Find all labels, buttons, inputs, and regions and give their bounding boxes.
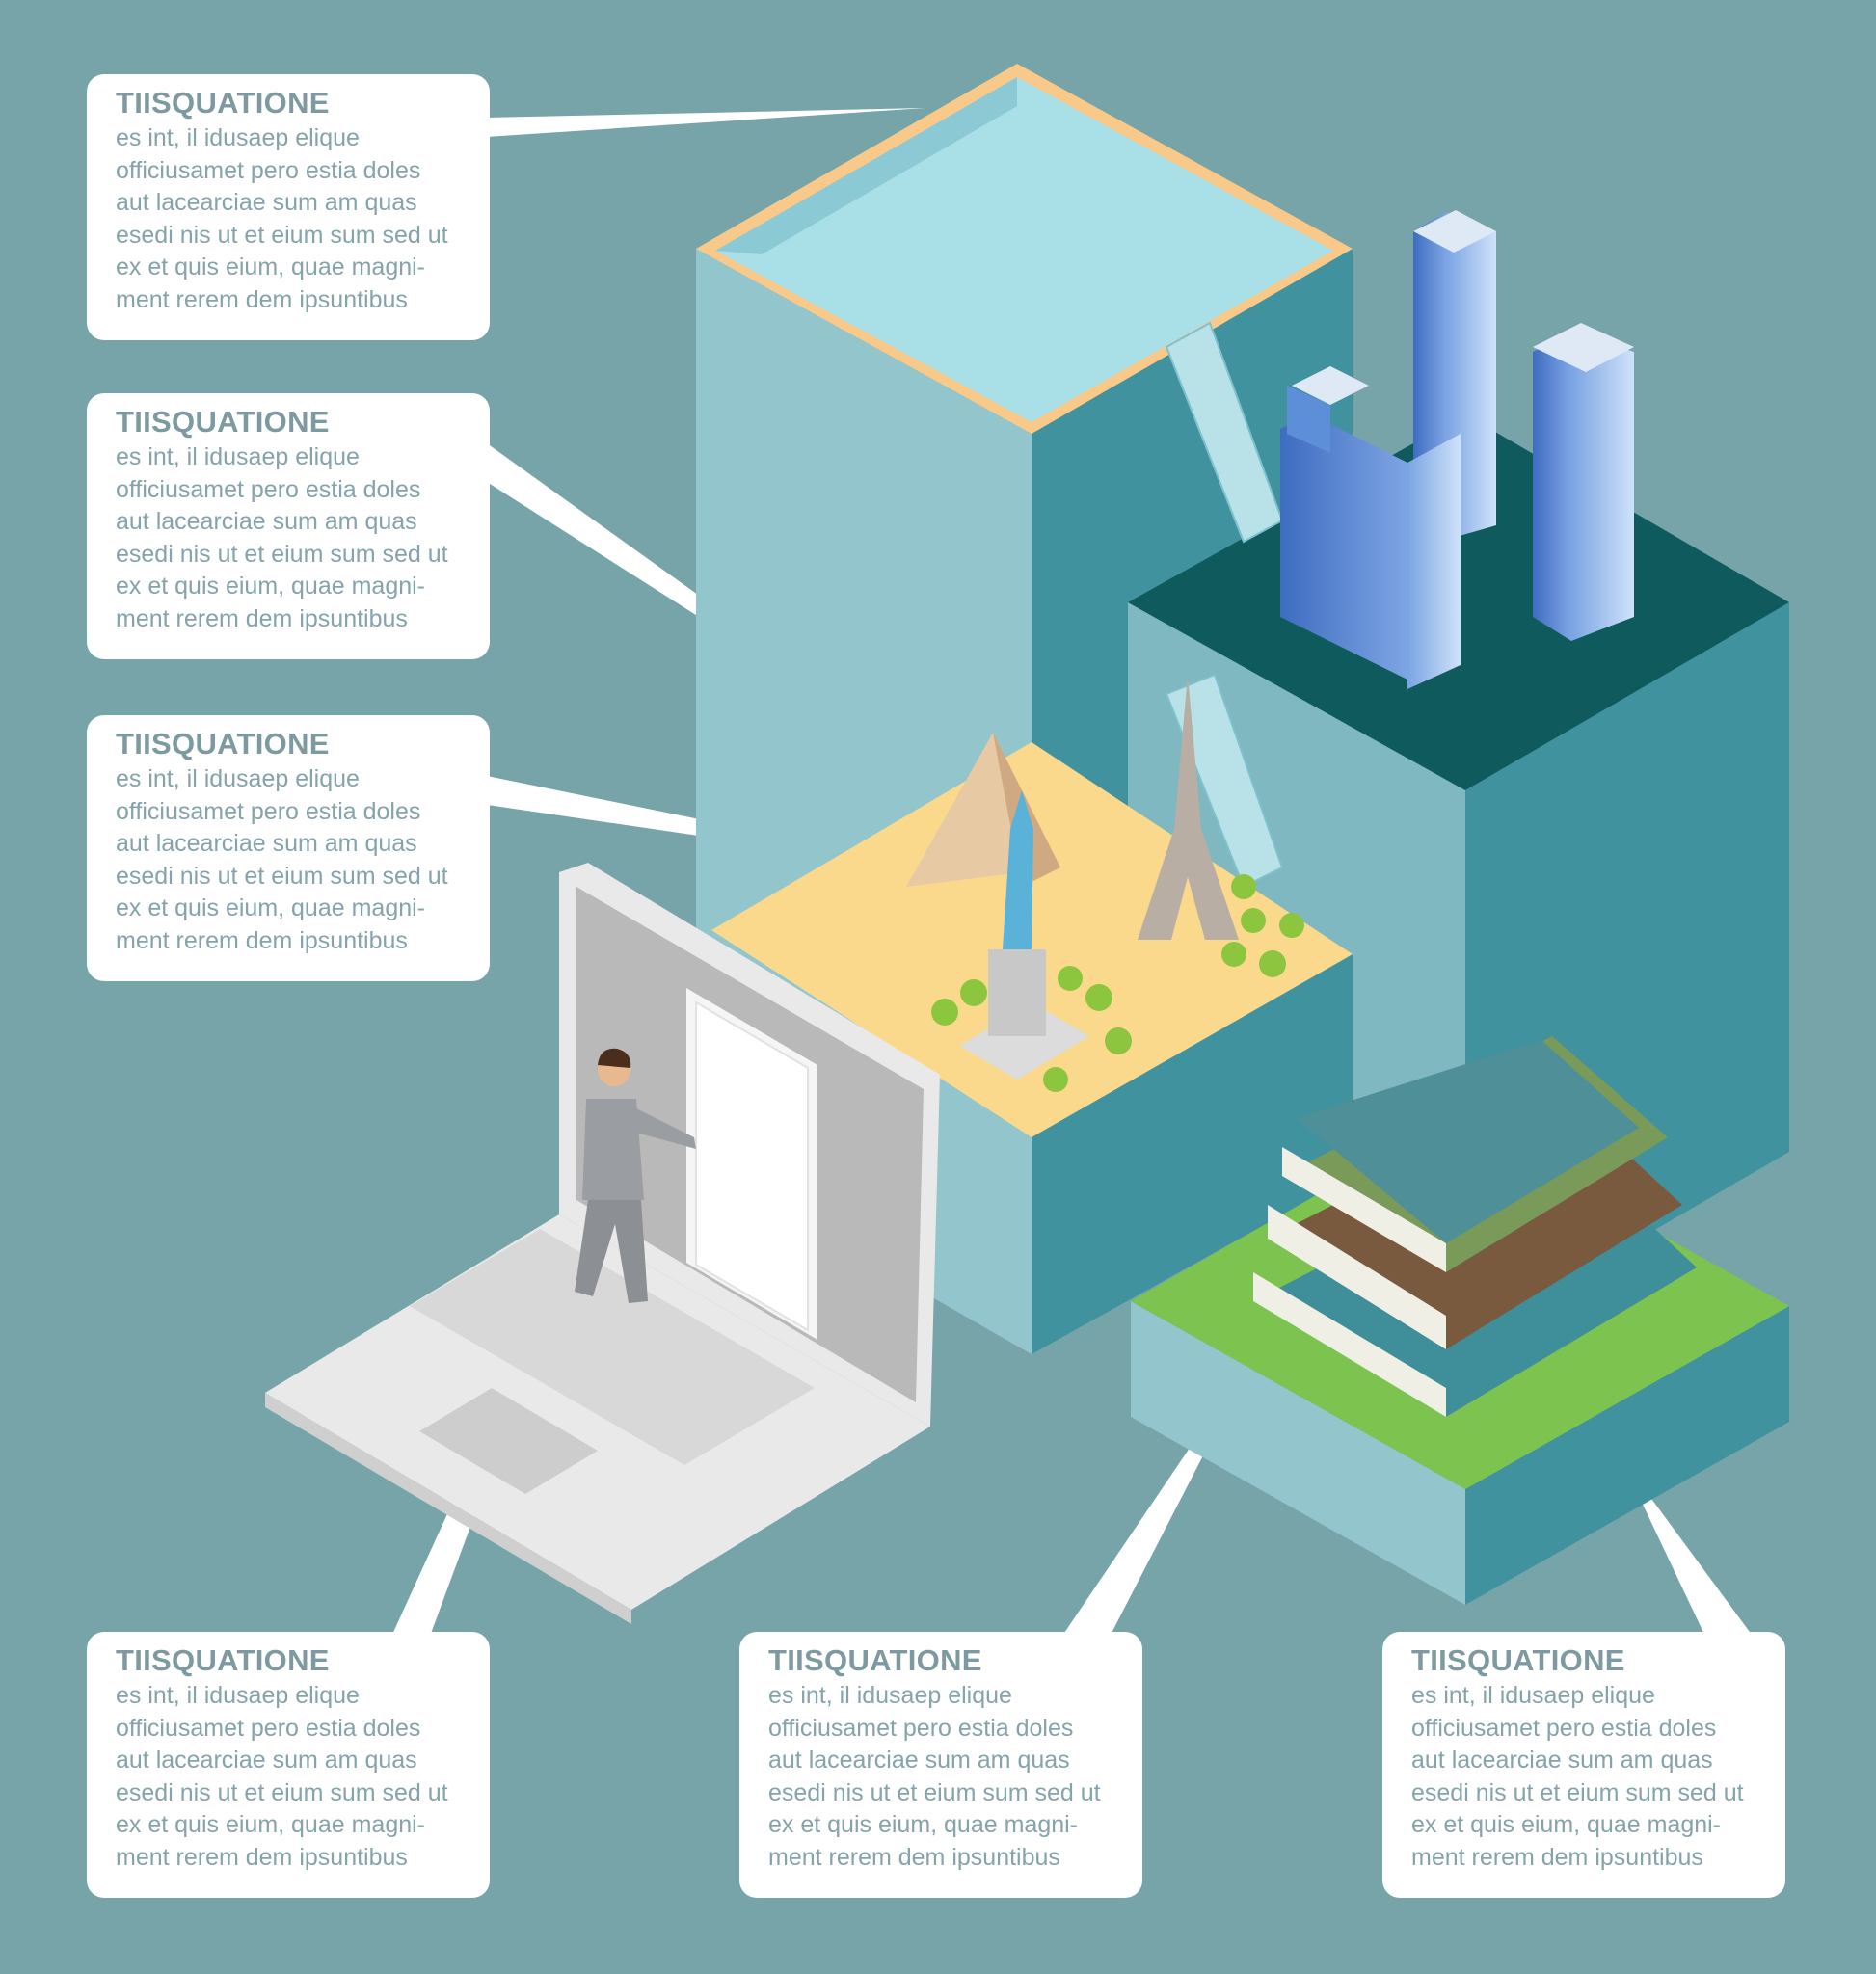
books-block-right: [1465, 1306, 1789, 1605]
man-arm: [636, 1108, 696, 1149]
tower-right-roof: [1533, 323, 1634, 372]
laptop-keyboard: [410, 1229, 815, 1465]
callout-laptop: TIISQUATIONE es int, il idusaep elique o…: [87, 1632, 490, 1898]
laptop-touchpad: [419, 1388, 598, 1494]
callout-body: es int, il idusaep elique officiusamet p…: [116, 765, 448, 954]
man-legs: [575, 1200, 648, 1303]
sand-top: [711, 742, 1353, 1137]
callout-city: TIISQUATIONE es int, il idusaep elique o…: [87, 393, 490, 659]
laptop-base-edge: [265, 1393, 631, 1624]
callout-body: es int, il idusaep elique officiusamet p…: [1411, 1682, 1744, 1871]
laptop: [265, 863, 940, 1624]
callout-body: es int, il idusaep elique officiusamet p…: [768, 1682, 1101, 1871]
man-hair: [598, 1048, 631, 1068]
callout-landmarks: TIISQUATIONE es int, il idusaep elique o…: [87, 715, 490, 981]
complex-roof: [1292, 366, 1369, 405]
stairs-middle: [1165, 673, 1284, 889]
callout-books: TIISQUATIONE es int, il idusaep elique o…: [739, 1632, 1142, 1898]
book-top-cover: [1297, 1046, 1639, 1210]
statue-of-liberty: [1003, 790, 1033, 949]
callout-title: TIISQUATIONE: [116, 86, 330, 120]
book-green-pages: [1282, 1147, 1446, 1272]
callout-title: TIISQUATIONE: [116, 727, 330, 760]
book-brown-pages: [1268, 1205, 1446, 1349]
book-bottom-pages: [1253, 1272, 1446, 1417]
businessman: [575, 1048, 696, 1303]
trees: [931, 874, 1304, 1092]
pointer-pool: [487, 108, 925, 137]
statue-pedestal: [988, 949, 1046, 1036]
tower-tall-roof: [1413, 210, 1496, 253]
skyscrapers: [1280, 210, 1634, 689]
callout-base: TIISQUATIONE es int, il idusaep elique o…: [1382, 1632, 1785, 1898]
callout-title: TIISQUATIONE: [768, 1643, 982, 1677]
door: [695, 1000, 809, 1332]
tower-right-right: [1571, 333, 1634, 641]
callout-pool: TIISQUATIONE es int, il idusaep elique o…: [87, 74, 490, 340]
books-block-left: [1131, 1301, 1465, 1605]
books-block: [1131, 1036, 1789, 1605]
complex-left: [1280, 414, 1407, 680]
landmark-block-right: [1032, 954, 1353, 1354]
callout-title: TIISQUATIONE: [116, 405, 330, 439]
pool-wall: [715, 77, 1017, 254]
callout-body: es int, il idusaep elique officiusamet p…: [116, 124, 448, 313]
man-jacket: [582, 1099, 644, 1200]
complex-tower: [1287, 386, 1330, 453]
callout-body: es int, il idusaep elique officiusamet p…: [116, 1682, 448, 1871]
tower-right-left: [1533, 333, 1571, 641]
eiffel-tower: [1138, 675, 1239, 940]
callout-title: TIISQUATIONE: [116, 1643, 330, 1677]
complex-right: [1407, 434, 1461, 689]
callout-body: es int, il idusaep elique officiusamet p…: [116, 443, 448, 632]
pointer-base: [1620, 1455, 1755, 1639]
callout-title: TIISQUATIONE: [1411, 1643, 1625, 1677]
statue-base: [959, 1002, 1089, 1080]
book-stack: [1253, 1036, 1697, 1417]
